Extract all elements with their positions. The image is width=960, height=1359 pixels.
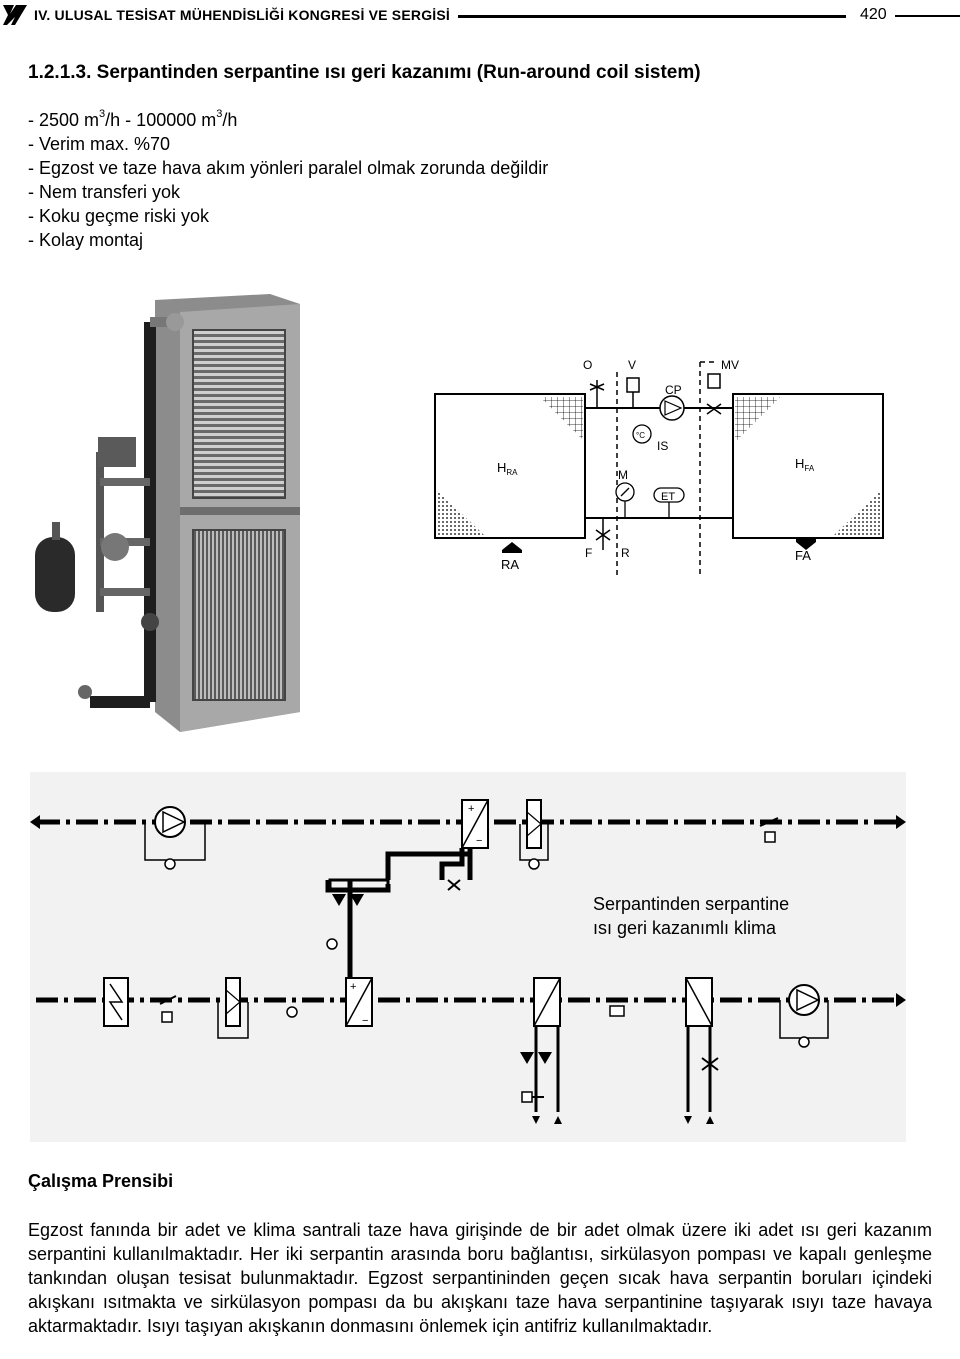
- list-item-capacity: - 2500 m3/h - 100000 m3/h: [28, 108, 238, 131]
- svg-text:M: M: [618, 468, 628, 482]
- svg-text:FA: FA: [795, 548, 811, 563]
- header-rule: [458, 15, 846, 18]
- section-title: 1.2.1.3. Serpantinden serpantine ısı ger…: [28, 62, 701, 83]
- svg-text:CP: CP: [665, 383, 682, 397]
- list-item: - Koku geçme riski yok: [28, 206, 210, 226]
- list-item: - Nem transferi yok: [28, 182, 181, 202]
- svg-text:RA: RA: [501, 557, 519, 572]
- svg-text:°C: °C: [636, 431, 645, 440]
- svg-text:R: R: [621, 546, 630, 560]
- svg-text:−: −: [362, 1015, 368, 1027]
- header-title: IV. ULUSAL TESİSAT MÜHENDİSLİĞİ KONGRESİ…: [34, 7, 451, 23]
- svg-text:−: −: [476, 835, 482, 847]
- coil-unit-photo: [35, 294, 300, 732]
- diagram-caption: Serpantinden serpantine ısı geri kazanım…: [593, 892, 789, 940]
- page-number: 420: [860, 6, 887, 23]
- svg-text:HRA: HRA: [497, 460, 518, 477]
- list-item: - Verim max. %70: [28, 134, 171, 154]
- svg-text:F: F: [585, 546, 592, 560]
- svg-text:ET: ET: [661, 491, 675, 503]
- svg-text:IS: IS: [657, 439, 668, 453]
- congress-logo-icon: [3, 5, 27, 25]
- ahu-diagram: + − + −: [30, 772, 906, 1142]
- caption-line: ısı geri kazanımlı klima: [593, 918, 777, 938]
- list-item: - Egzost ve taze hava akım yönleri paral…: [28, 158, 549, 178]
- list-item: - Kolay montaj: [28, 230, 144, 250]
- principle-heading: Çalışma Prensibi: [28, 1171, 174, 1191]
- header-rule-right: [895, 15, 960, 17]
- svg-text:+: +: [468, 803, 474, 815]
- page-header: IV. ULUSAL TESİSAT MÜHENDİSLİĞİ KONGRESİ…: [0, 0, 960, 34]
- svg-text:O: O: [583, 358, 592, 372]
- feature-list: - 2500 m3/h - 100000 m3/h - Verim max. %…: [28, 108, 548, 252]
- principle-paragraph: Egzost fanında bir adet ve klima santral…: [28, 1220, 932, 1336]
- svg-text:MV: MV: [721, 358, 739, 372]
- svg-text:+: +: [350, 981, 356, 993]
- caption-line: Serpantinden serpantine: [593, 894, 790, 914]
- run-around-schematic: HRA HFA O V CP MV °C IS M ET F R RA FA: [434, 358, 884, 578]
- svg-text:V: V: [628, 358, 636, 372]
- svg-text:HFA: HFA: [795, 456, 815, 473]
- ahu-diagram-lines: + − + −: [30, 799, 906, 1124]
